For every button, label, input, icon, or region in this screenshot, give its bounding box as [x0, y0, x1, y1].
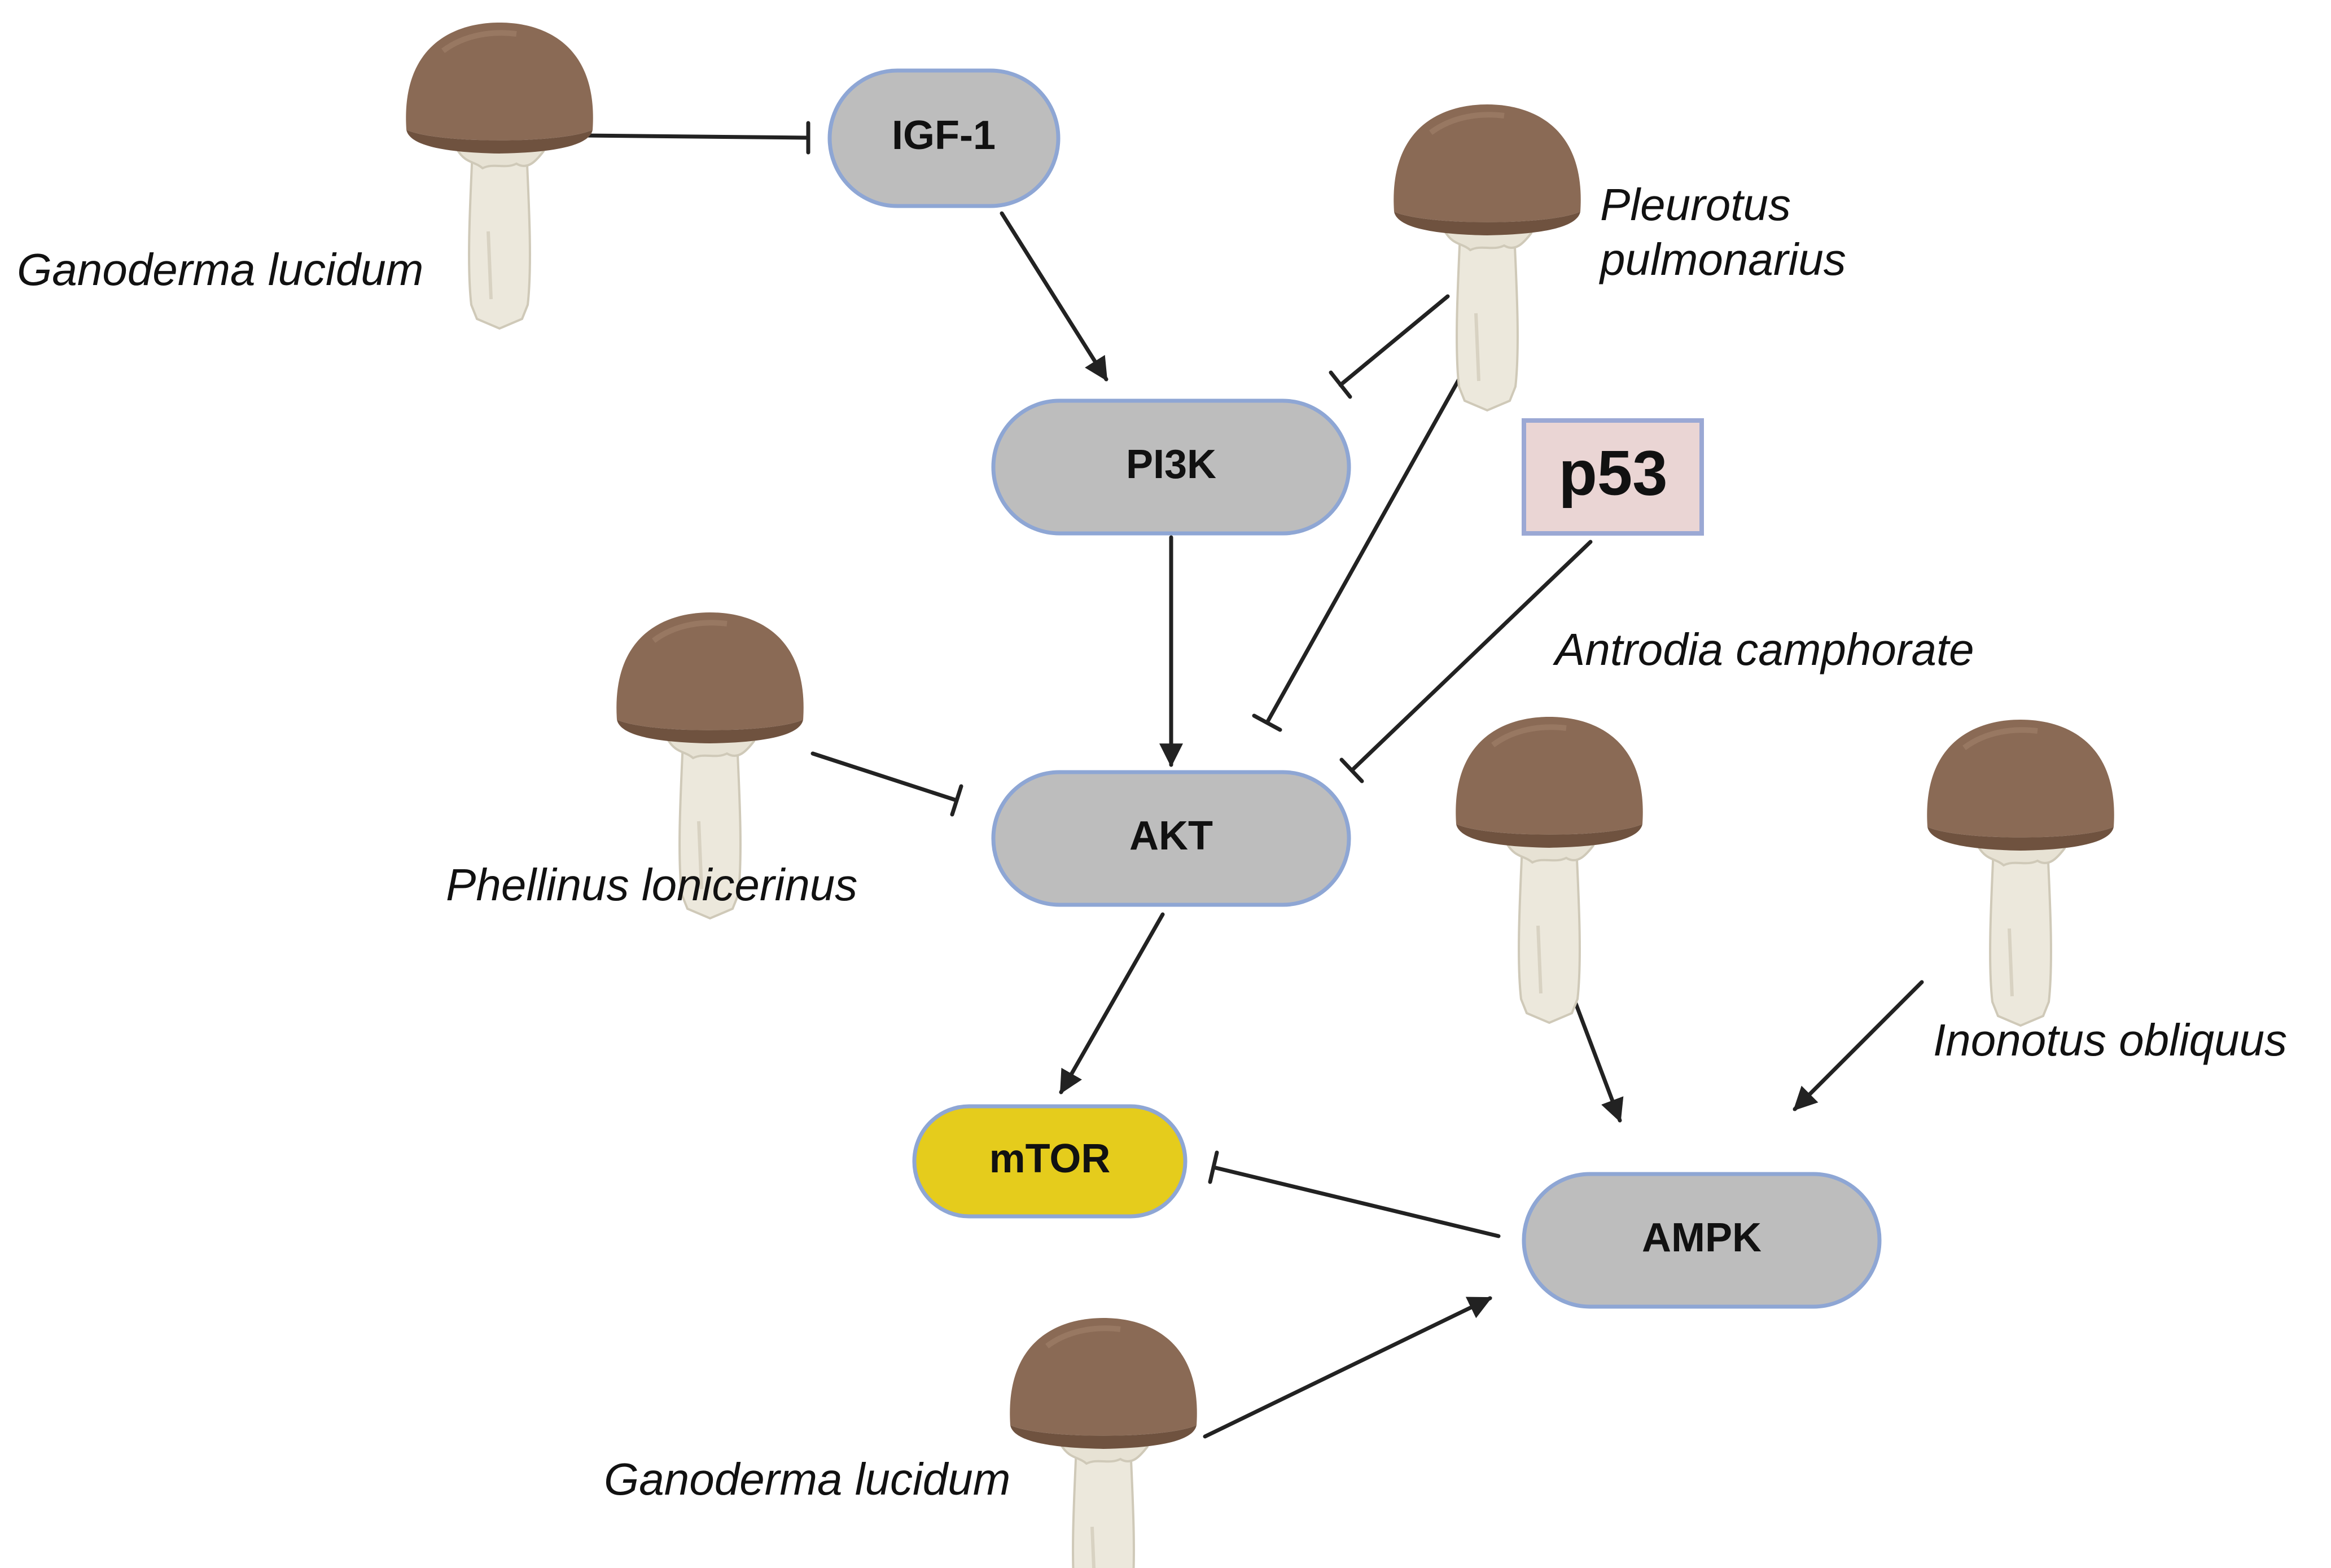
inhibition-bar: [950, 784, 963, 817]
node-ampk: AMPK: [1522, 1172, 1882, 1309]
node-mtor: mTOR: [912, 1104, 1188, 1219]
edge-p53-inhibits-akt: [1349, 540, 1593, 773]
node-label: AMPK: [1642, 1215, 1762, 1260]
edge-inonotus-activates-ampk: [1793, 980, 1924, 1111]
edges: [582, 121, 1924, 1439]
mushroom-icon: [1010, 1318, 1197, 1568]
inhibition-bar: [1329, 370, 1352, 399]
node-label: mTOR: [989, 1136, 1111, 1181]
node-akt: AKT: [991, 770, 1351, 907]
mushroom-icon: [1394, 104, 1580, 410]
node-label: IGF-1: [892, 113, 996, 158]
species-label-antrodia: Antrodia camphorate: [1553, 624, 1974, 674]
species-label-phellinus: Phellinus lonicerinus: [446, 860, 857, 910]
inhibition-bar: [1208, 1150, 1219, 1184]
species-label-ganoderma-bottom: Ganoderma lucidum: [604, 1454, 1010, 1504]
edge-phellinus-inhibits-akt: [810, 751, 959, 803]
species-label-inonotus: Inonotus obliquus: [1933, 1015, 2287, 1065]
species-label-pleurotus-line2: pulmonarius: [1599, 234, 1846, 284]
edge-pleurotus-inhibits-pi3k: [1338, 294, 1450, 387]
mushroom-icon: [1927, 720, 2114, 1026]
edge-ganoderma-top-inhibits-igf1: [582, 133, 809, 140]
edge-pleurotus-inhibits-akt: [1265, 377, 1461, 725]
species-label-ganoderma-top: Ganoderma lucidum: [17, 244, 423, 295]
mushroom-icon: [1456, 717, 1642, 1023]
node-label: PI3K: [1126, 442, 1216, 487]
edge-akt-activates-mtor: [1059, 912, 1165, 1094]
inhibition-bar: [1252, 713, 1282, 732]
edge-igf1-activates-pi3k: [1000, 211, 1108, 382]
mushroom-icon: [406, 23, 593, 329]
node-pi3k: PI3K: [991, 398, 1351, 536]
node-p53: p53: [1522, 418, 1704, 536]
node-label: p53: [1559, 438, 1668, 509]
edge-ampk-inhibits-mtor: [1211, 1165, 1501, 1238]
inhibition-bar: [1339, 757, 1364, 783]
edge-ganoderma-bottom-activates-ampk: [1203, 1296, 1492, 1439]
species-label-pleurotus-line1: Pleurotus: [1600, 179, 1791, 230]
node-igf1: IGF-1: [827, 68, 1061, 208]
node-label: AKT: [1129, 813, 1213, 859]
